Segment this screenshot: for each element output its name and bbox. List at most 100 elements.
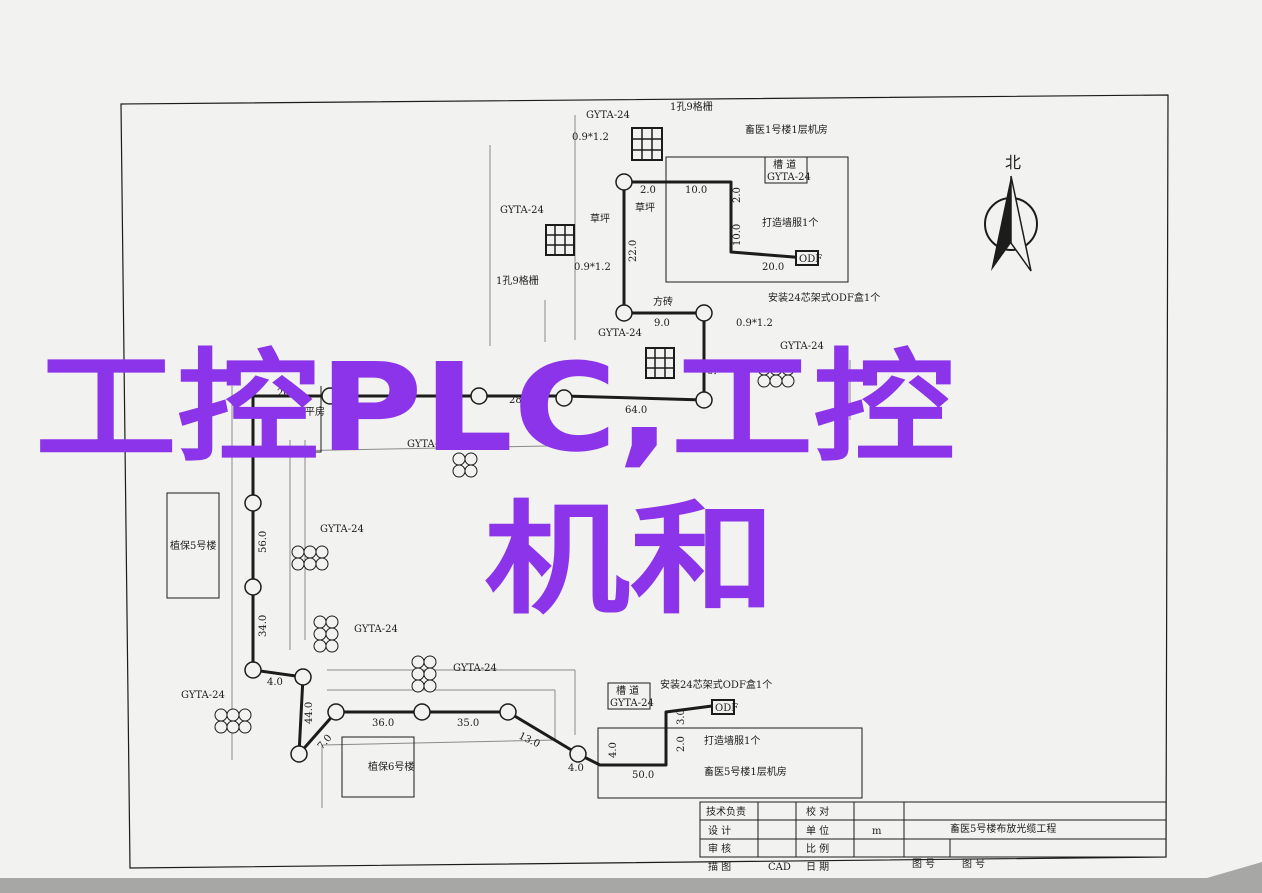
channel-top-box bbox=[764, 156, 808, 184]
dim-label: 3.0 bbox=[676, 709, 687, 725]
pipe-grid-lines bbox=[646, 348, 674, 378]
building-5 bbox=[166, 492, 220, 599]
manhole bbox=[615, 304, 633, 322]
dim-label: 64.0 bbox=[625, 405, 647, 416]
pipe-grid-top bbox=[631, 127, 663, 161]
manhole bbox=[294, 668, 312, 686]
duct bbox=[291, 557, 305, 571]
dim-label: 4.0 bbox=[267, 677, 283, 688]
manhole bbox=[321, 387, 339, 405]
cable-tag: GYTA-24 bbox=[407, 439, 451, 450]
manhole bbox=[244, 578, 262, 596]
cable-route-top bbox=[624, 180, 807, 260]
duct bbox=[781, 374, 795, 388]
duct bbox=[315, 557, 329, 571]
title-project: 畜医5号楼布放光缆工程 bbox=[950, 822, 1056, 835]
manhole bbox=[290, 745, 308, 763]
title-draw: 描 图 bbox=[708, 860, 731, 873]
north-arrow-icon: 北 bbox=[984, 153, 1038, 272]
duct bbox=[303, 557, 317, 571]
cable-tag: GYTA-24 bbox=[586, 110, 630, 121]
cable-tag: GYTA-24 bbox=[320, 524, 364, 535]
north-label: 北 bbox=[1005, 153, 1021, 172]
odf-box-bottom-label: ODF bbox=[715, 703, 738, 714]
paper-shadow bbox=[0, 878, 1262, 893]
dim-label: 10.0 bbox=[685, 185, 707, 196]
dim-label: 5.0 bbox=[708, 359, 719, 375]
cable-tag: GYTA-24 bbox=[780, 341, 824, 352]
building-partial-label: 平房 bbox=[305, 405, 325, 418]
duct bbox=[315, 545, 329, 559]
manhole bbox=[615, 173, 633, 191]
odf-note-bottom: 安装24芯架式ODF盒1个 bbox=[660, 678, 772, 691]
duct bbox=[238, 720, 252, 734]
manhole bbox=[244, 661, 262, 679]
duct bbox=[226, 708, 240, 722]
title-design: 设 计 bbox=[708, 824, 731, 837]
dim-label: 2.0 bbox=[676, 736, 687, 752]
odf-box-top-label: ODF bbox=[799, 254, 822, 265]
dim-label: 50.0 bbox=[632, 770, 654, 781]
rack-note-top: 打造墙服1个 bbox=[762, 216, 818, 229]
cable-tag: GYTA-24 bbox=[500, 205, 544, 216]
pipe-grid-mid bbox=[645, 347, 675, 379]
duct bbox=[325, 639, 339, 653]
title-check: 校 对 bbox=[806, 805, 829, 818]
duct bbox=[226, 720, 240, 734]
building-5-label: 植保5号楼 bbox=[170, 539, 216, 552]
duct bbox=[313, 615, 327, 629]
building-6 bbox=[341, 736, 415, 798]
channel-bottom-title: 槽 道 bbox=[616, 684, 639, 697]
odf-box-top bbox=[795, 250, 819, 266]
dim-label: 35.0 bbox=[457, 718, 479, 729]
pipe-note-top: 1孔9格栅 bbox=[670, 100, 713, 113]
duct bbox=[291, 545, 305, 559]
duct bbox=[313, 639, 327, 653]
pipe-note-left: 1孔9格栅 bbox=[496, 274, 539, 287]
pipe-grid-lines bbox=[632, 128, 662, 160]
building-top-room bbox=[665, 156, 849, 283]
path-label: 草坪 bbox=[635, 201, 655, 214]
title-unit: 单 位 bbox=[806, 824, 829, 837]
duct bbox=[325, 615, 339, 629]
rack-note-bottom: 打造墙服1个 bbox=[704, 734, 760, 747]
dim-label: 22.0 bbox=[628, 240, 639, 262]
manholes bbox=[244, 173, 713, 763]
manhole bbox=[470, 387, 488, 405]
pipe-spec: 0.9*1.2 bbox=[572, 132, 609, 143]
title-drawing-no-2: 图 号 bbox=[962, 858, 985, 870]
watermark-line-2: 机和 bbox=[484, 489, 776, 631]
duct bbox=[464, 464, 478, 478]
duct bbox=[214, 720, 228, 734]
duct bbox=[411, 655, 425, 669]
manhole bbox=[499, 703, 517, 721]
building-partial bbox=[232, 386, 322, 453]
channel-bottom-code: GYTA-24 bbox=[610, 698, 654, 709]
duct bbox=[313, 627, 327, 641]
dim-label: 9.0 bbox=[654, 318, 670, 329]
duct bbox=[214, 708, 228, 722]
cable-tag: GYTA-24 bbox=[354, 624, 398, 635]
dim-label: 20.0 bbox=[762, 262, 784, 273]
odf-box-bottom bbox=[711, 699, 735, 715]
dim-label: 4.0 bbox=[568, 763, 584, 774]
dim-label: 26. bbox=[277, 388, 293, 399]
duct bbox=[423, 679, 437, 693]
dim-label: 18 bbox=[435, 385, 448, 396]
pipe-spec: 0.9*1.2 bbox=[736, 318, 773, 329]
dim-label: 34.0 bbox=[258, 615, 269, 637]
pipe-grid-left bbox=[545, 224, 575, 256]
watermark-line-1: 工控PLC,工控 bbox=[35, 337, 955, 479]
title-drawing-no: 图 号 bbox=[912, 858, 935, 870]
road-line bbox=[231, 444, 601, 453]
title-block bbox=[699, 801, 1167, 858]
dim-label: 36.0 bbox=[372, 718, 394, 729]
channel-bottom-box bbox=[607, 682, 651, 710]
duct bbox=[423, 667, 437, 681]
duct bbox=[423, 655, 437, 669]
dim-label: 4.0 bbox=[608, 742, 619, 758]
manhole bbox=[695, 391, 713, 409]
duct bbox=[411, 679, 425, 693]
